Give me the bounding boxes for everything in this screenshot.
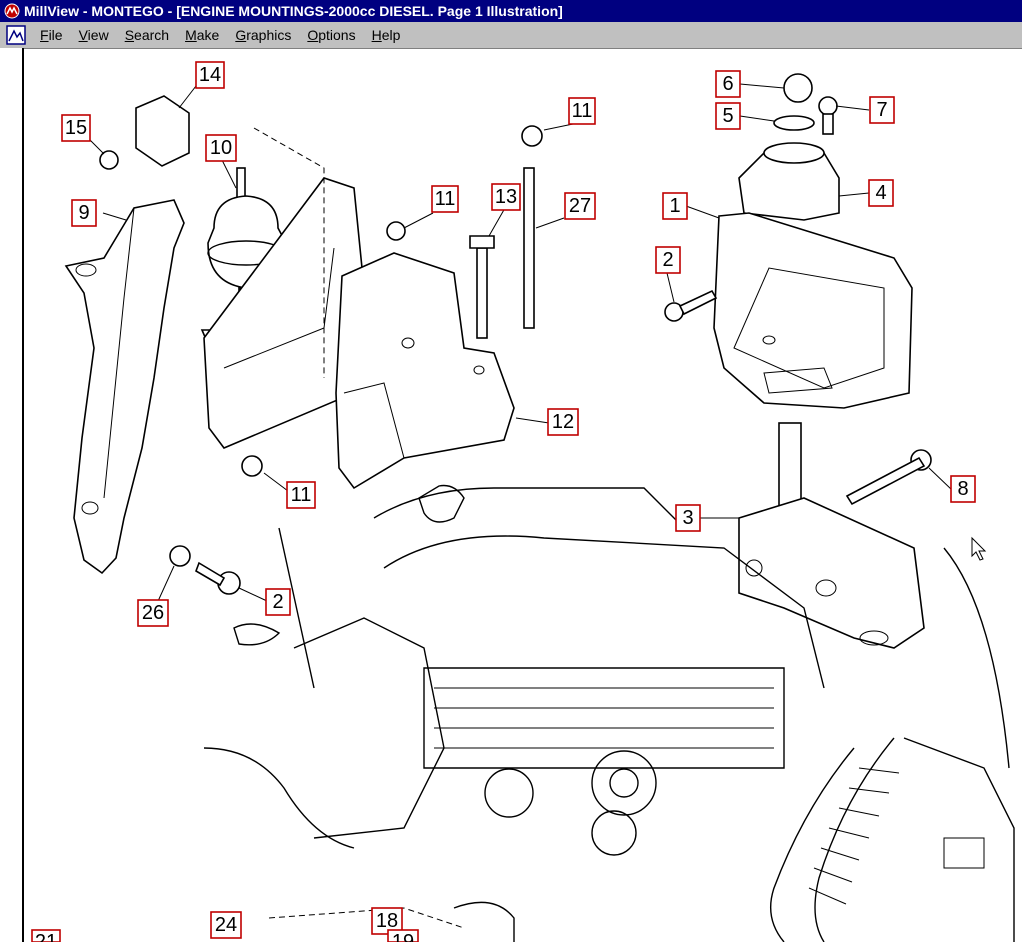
callout-15[interactable]: 15 [61, 114, 91, 142]
svg-text:11: 11 [572, 100, 593, 122]
callout-4[interactable]: 4 [868, 179, 894, 207]
callout-19[interactable]: 19 [387, 929, 419, 942]
callout-2-lower[interactable]: 2 [265, 588, 291, 616]
svg-text:2: 2 [662, 249, 673, 271]
bracket-part-14 [135, 95, 190, 167]
bracket-part-12 [335, 252, 515, 490]
svg-text:18: 18 [376, 910, 398, 932]
menu-bar: File View Search Make Graphics Options H… [0, 22, 1022, 49]
nut-part-11-top [521, 125, 543, 147]
svg-text:10: 10 [210, 137, 232, 159]
callout-5[interactable]: 5 [715, 102, 741, 130]
nut-part-15 [99, 150, 119, 170]
menu-help[interactable]: Help [371, 27, 401, 43]
bracket-part-1 [713, 212, 913, 409]
nut-part-6 [783, 73, 813, 103]
svg-text:11: 11 [435, 188, 456, 210]
engine-bay-drawing [203, 484, 1015, 942]
callout-27[interactable]: 27 [564, 192, 596, 220]
svg-text:5: 5 [722, 105, 733, 127]
bolt-part-2-upper [664, 289, 718, 322]
washer-part-5 [773, 115, 815, 131]
document-icon[interactable] [6, 25, 26, 45]
svg-text:8: 8 [957, 478, 968, 500]
callout-24[interactable]: 24 [210, 911, 242, 939]
bracket-part-3 [738, 422, 925, 649]
svg-text:14: 14 [199, 64, 221, 86]
menu-search[interactable]: Search [124, 27, 170, 43]
left-margin [0, 48, 24, 942]
rubber-mount-part-4 [738, 142, 840, 221]
nut-part-11-mid [386, 221, 406, 241]
callout-2-upper[interactable]: 2 [655, 246, 681, 274]
svg-text:27: 27 [569, 195, 591, 217]
callout-12[interactable]: 12 [547, 408, 579, 436]
callout-11-top[interactable]: 11 [568, 97, 596, 125]
parts-illustration[interactable]: 14 15 10 9 11 13 27 11 6 5 7 4 1 2 12 11… [24, 48, 1022, 942]
callout-9[interactable]: 9 [71, 199, 97, 227]
callout-8[interactable]: 8 [950, 475, 976, 503]
mouse-cursor-icon [971, 536, 987, 561]
callout-7[interactable]: 7 [869, 96, 895, 124]
svg-text:3: 3 [682, 507, 693, 529]
bracket-part-9 [64, 199, 185, 575]
window-title: MillView - MONTEGO - [ENGINE MOUNTINGS-2… [24, 3, 563, 19]
callout-14[interactable]: 14 [195, 61, 225, 89]
callout-1[interactable]: 1 [662, 192, 688, 220]
menu-make[interactable]: Make [185, 27, 220, 43]
svg-text:21: 21 [35, 931, 57, 942]
callout-10[interactable]: 10 [205, 134, 237, 162]
callout-6[interactable]: 6 [715, 70, 741, 98]
menu-view[interactable]: View [78, 27, 109, 43]
bolt-part-2-lower [195, 561, 241, 595]
nut-part-11-low [241, 455, 263, 477]
millview-app-icon[interactable] [3, 2, 21, 20]
svg-text:24: 24 [215, 914, 237, 936]
svg-text:13: 13 [495, 186, 517, 208]
svg-text:15: 15 [65, 117, 87, 139]
svg-text:2: 2 [272, 591, 283, 613]
callout-13[interactable]: 13 [491, 183, 521, 211]
svg-text:11: 11 [291, 484, 312, 506]
svg-text:19: 19 [392, 931, 414, 942]
svg-text:1: 1 [669, 195, 680, 217]
svg-text:4: 4 [875, 182, 886, 204]
svg-text:6: 6 [722, 73, 733, 95]
callout-3[interactable]: 3 [675, 504, 701, 532]
bolt-part-7 [818, 96, 838, 135]
menu-options[interactable]: Options [307, 27, 356, 43]
menu-file[interactable]: File [40, 27, 63, 43]
bolt-part-8 [845, 449, 932, 506]
menu-graphics[interactable]: Graphics [235, 27, 292, 43]
svg-text:12: 12 [552, 411, 574, 433]
title-bar: MillView - MONTEGO - [ENGINE MOUNTINGS-2… [0, 0, 1022, 22]
callout-11-mid[interactable]: 11 [431, 185, 459, 213]
svg-text:7: 7 [876, 99, 887, 121]
washer-part-26 [169, 545, 191, 567]
callout-26[interactable]: 26 [137, 599, 169, 627]
bolt-part-13 [469, 235, 495, 339]
callout-11-low[interactable]: 11 [286, 481, 316, 509]
svg-text:26: 26 [142, 602, 164, 624]
callout-18[interactable]: 18 [371, 907, 403, 935]
stud-part-27 [523, 167, 535, 329]
callout-21[interactable]: 21 [31, 929, 61, 942]
svg-text:9: 9 [78, 202, 89, 224]
